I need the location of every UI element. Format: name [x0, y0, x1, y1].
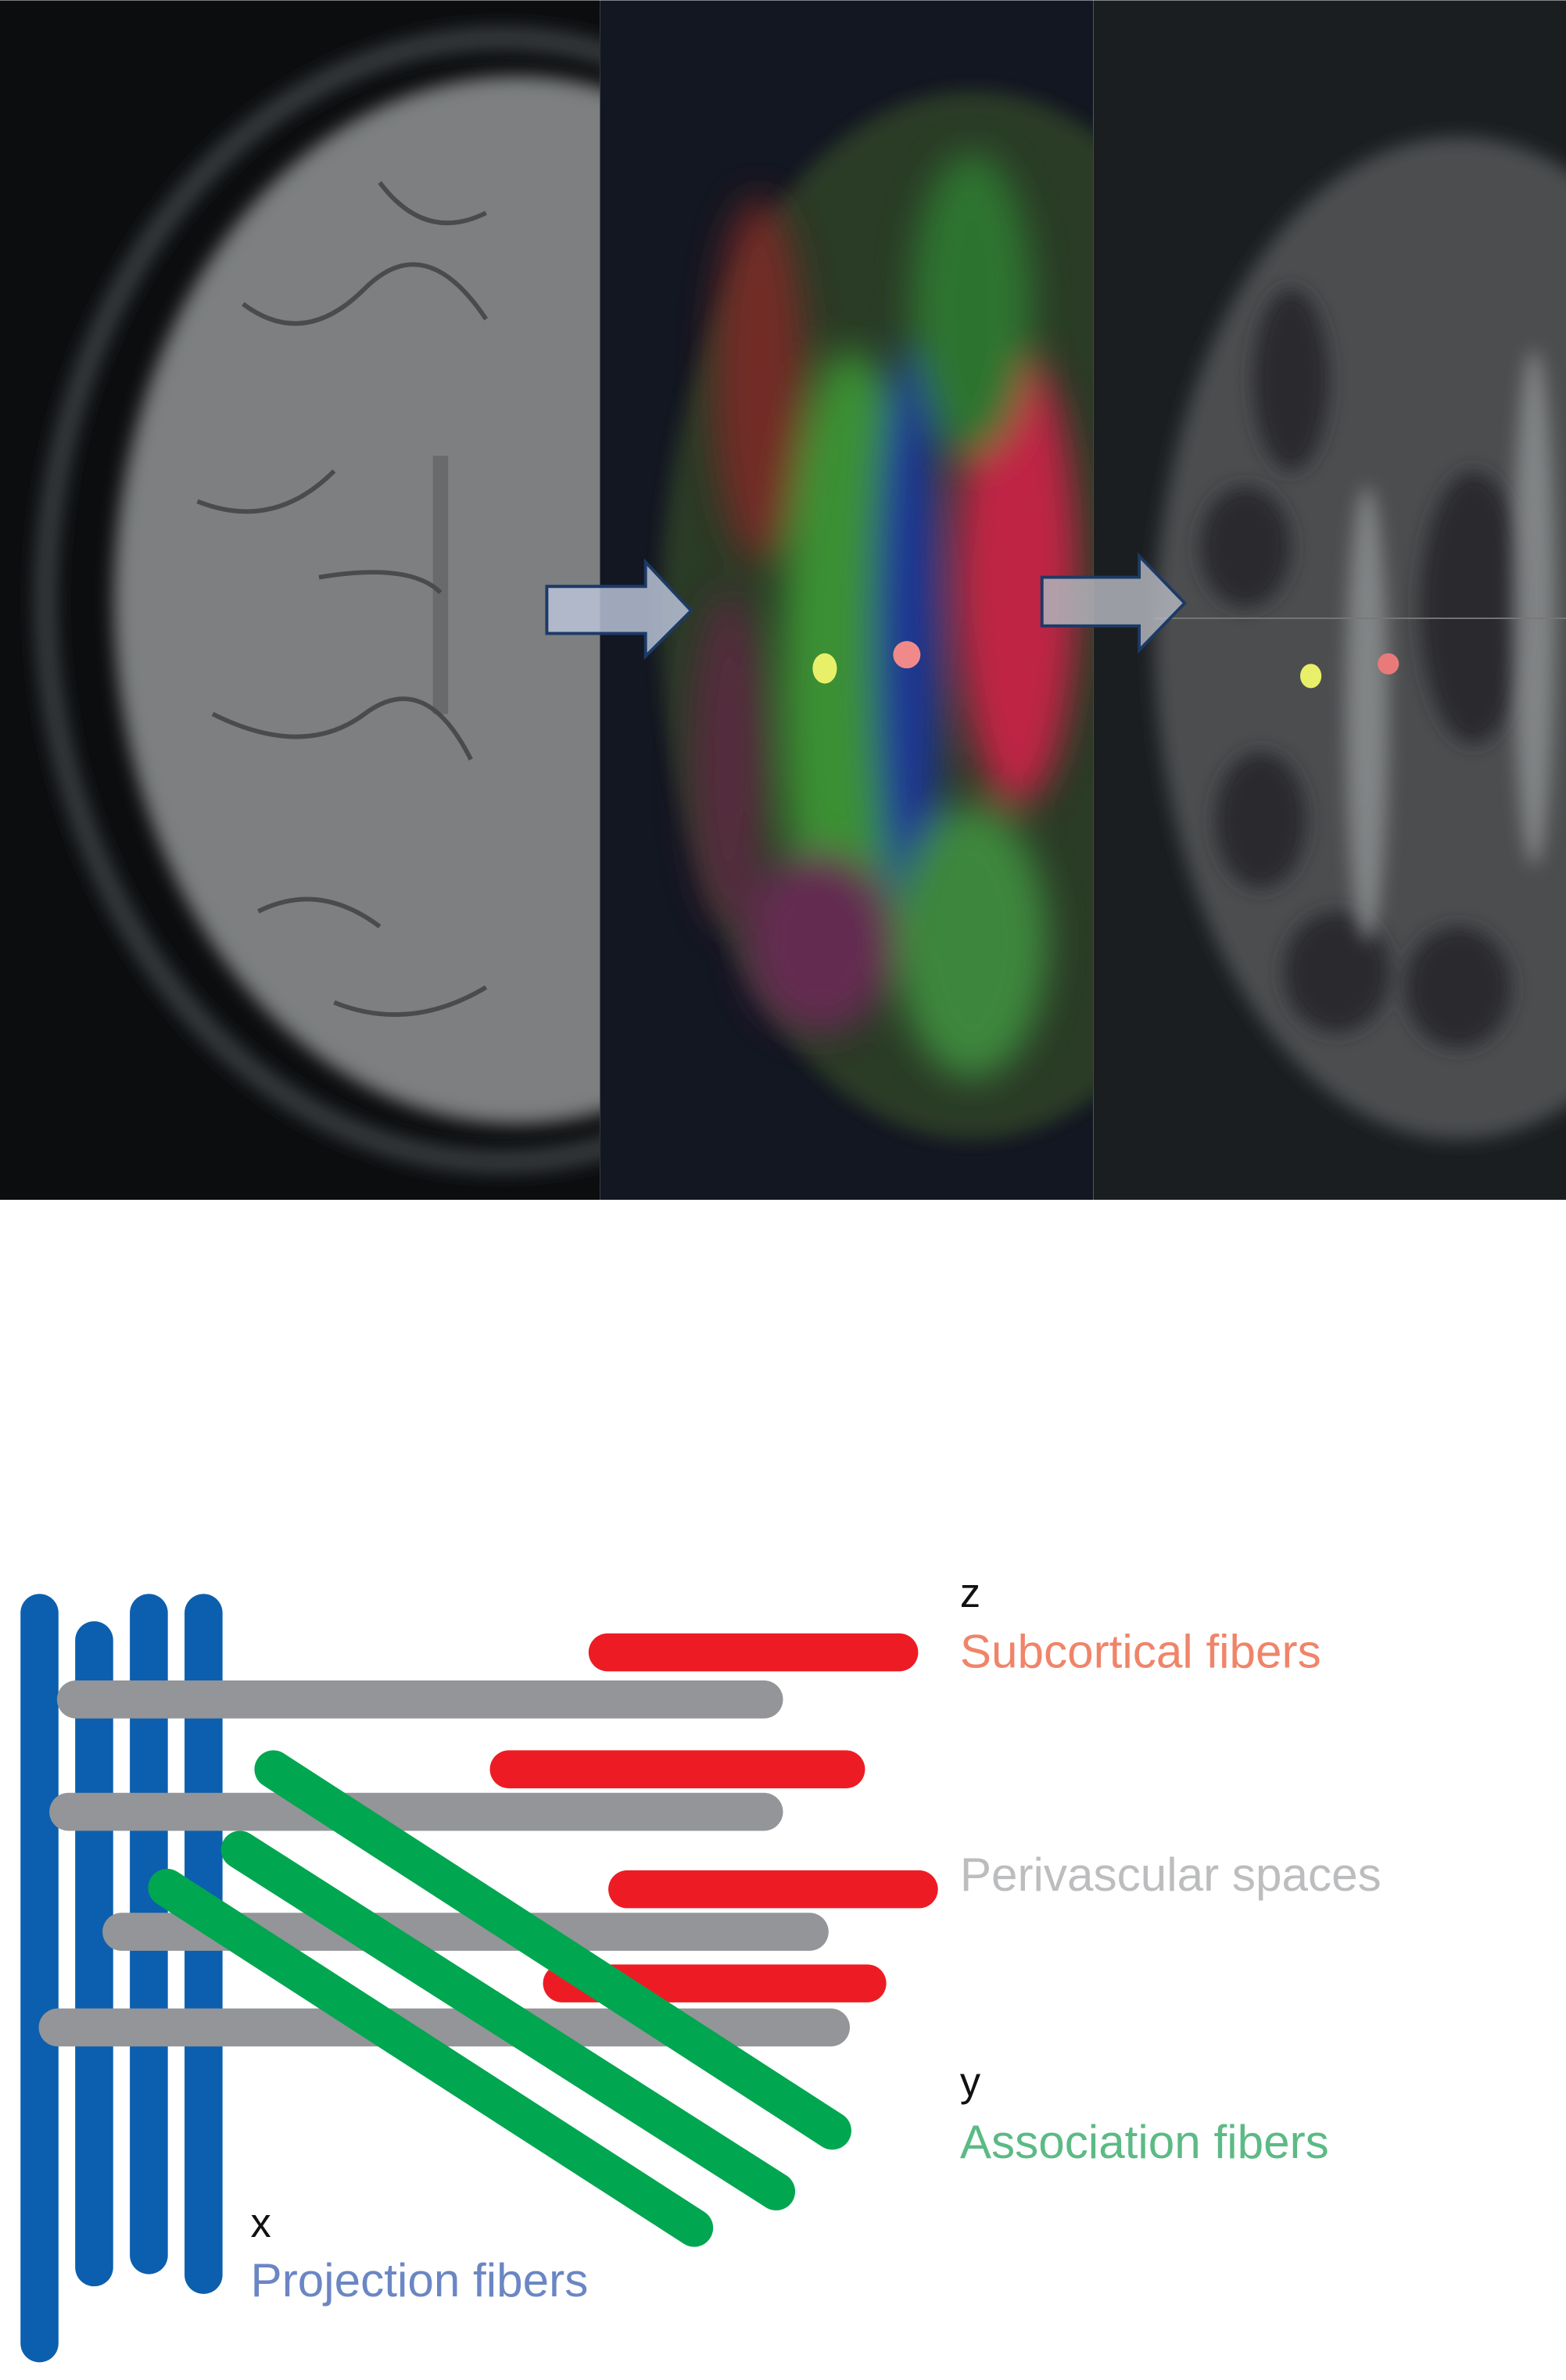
axis-label-y: y [960, 2060, 981, 2105]
marker-yellow [1300, 664, 1322, 689]
axis-label-x: x [251, 2201, 271, 2246]
association-fiber [148, 1868, 714, 2247]
association-fiber [220, 1831, 796, 2211]
marker-yellow [812, 653, 837, 684]
marker-pink [893, 641, 921, 669]
fiber-diagram [20, 1594, 938, 2363]
label-association-fibers: Association fibers [960, 2115, 1329, 2168]
label-perivascular-spaces: Perivascular spaces [960, 1848, 1381, 1901]
association-fiber [254, 1750, 851, 2150]
axis-label-z: z [960, 1571, 980, 1616]
mri-panel-swi [0, 0, 600, 1201]
mri-panel-dti-color [600, 0, 1094, 1201]
marker-pink [1378, 653, 1399, 675]
arrow-right-icon [1040, 552, 1188, 654]
arrow-right-icon [545, 558, 693, 660]
mri-panel-dti-gray [1093, 0, 1566, 1201]
label-projection-fibers: Projection fibers [251, 2253, 589, 2307]
label-subcortical-fibers: Subcortical fibers [960, 1625, 1321, 1678]
